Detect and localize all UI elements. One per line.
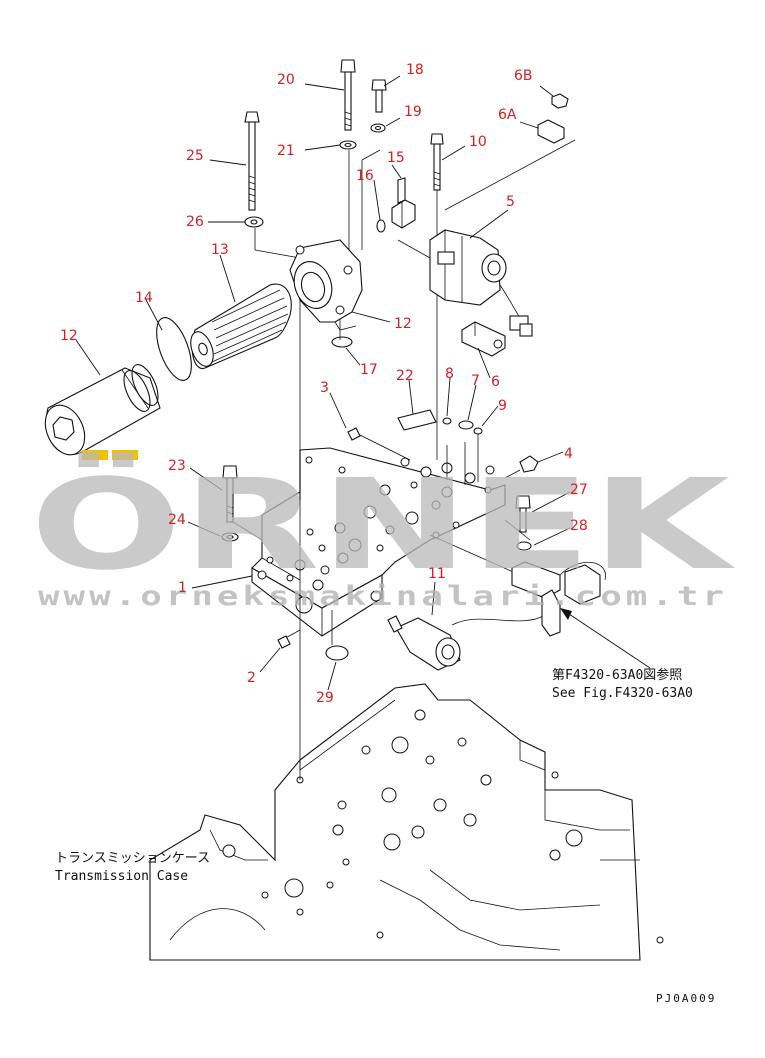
part-label: 19 xyxy=(404,104,422,120)
transmission-case-label-jp: トランスミッションケース xyxy=(55,851,210,866)
part-label: 21 xyxy=(277,143,295,159)
part-label: 12 xyxy=(60,328,78,344)
part-label: 22 xyxy=(396,368,414,384)
part-label: 9 xyxy=(498,398,507,414)
part-label: 17 xyxy=(360,362,378,378)
solenoid-11 xyxy=(387,561,606,671)
watermark-brand: ÖRNEK xyxy=(30,452,736,598)
part-labels: 20 18 6B 19 6A 25 21 10 15 16 5 26 13 14… xyxy=(60,62,588,706)
part-label: 18 xyxy=(406,62,424,78)
drawing-code: PJ0A009 xyxy=(656,992,716,1005)
part-label: 24 xyxy=(168,512,186,528)
o-ring xyxy=(156,317,192,381)
part-label: 20 xyxy=(277,72,295,88)
part-label: 26 xyxy=(186,214,204,230)
o-ring-16 xyxy=(376,219,386,233)
part-label: 2 xyxy=(247,670,256,686)
reference-note: 第F4320-63A0図参照 See Fig.F4320-63A0 xyxy=(552,667,693,701)
connector-6 xyxy=(461,321,506,357)
gasket-22 xyxy=(397,409,437,431)
part-label: 8 xyxy=(445,366,454,382)
part-label: 23 xyxy=(168,458,186,474)
connector-6b xyxy=(551,93,569,109)
transmission-case-label-en: Transmission Case xyxy=(55,869,188,884)
plug-3 xyxy=(347,427,361,441)
part-label: 16 xyxy=(356,168,374,184)
filter-head xyxy=(289,239,363,331)
bolt-10 xyxy=(430,133,444,191)
watermark-url: www.orneksmakinalari.com.tr xyxy=(38,581,728,612)
reference-note-jp: 第F4320-63A0図参照 xyxy=(552,667,682,683)
ball-8 xyxy=(442,417,452,425)
part-label: 13 xyxy=(211,242,229,258)
part-label: 11 xyxy=(428,566,446,582)
part-label: 15 xyxy=(387,150,405,166)
bolt-23 xyxy=(222,465,238,523)
part-label: 5 xyxy=(506,194,515,210)
solenoid-valve xyxy=(429,229,533,337)
part-label: 4 xyxy=(564,446,573,462)
part-label: 14 xyxy=(135,290,153,306)
o-ring-17 xyxy=(331,336,353,348)
reference-note-en: See Fig.F4320-63A0 xyxy=(552,686,693,701)
bolt-20 xyxy=(340,59,356,131)
bolt-25 xyxy=(244,111,260,211)
washer-21 xyxy=(339,140,357,150)
o-ring-29 xyxy=(325,645,349,661)
washer-24 xyxy=(221,532,239,542)
leader-lines xyxy=(75,75,571,691)
washer-19 xyxy=(370,123,386,133)
part-label: 25 xyxy=(186,148,204,164)
plug-9 xyxy=(473,427,483,435)
part-label: 12 xyxy=(394,316,412,332)
transmission-case xyxy=(149,683,664,961)
plug xyxy=(391,177,416,229)
part-label: 1 xyxy=(178,580,187,596)
valve-body xyxy=(251,447,506,637)
part-label: 29 xyxy=(316,690,334,706)
washer-28 xyxy=(516,541,532,551)
o-ring-7 xyxy=(458,420,474,430)
bolt-27 xyxy=(515,495,531,533)
watermark-accent xyxy=(112,450,138,460)
part-label: 10 xyxy=(469,134,487,150)
washer-26 xyxy=(244,216,264,228)
part-label: 6B xyxy=(514,68,533,84)
part-label: 3 xyxy=(320,380,329,396)
reference-arrow xyxy=(560,608,651,669)
filter-case xyxy=(44,364,161,456)
watermark: ÖRNEK www.orneksmakinalari.com.tr xyxy=(30,450,736,612)
part-label: 27 xyxy=(570,482,588,498)
connector-6a xyxy=(537,119,565,144)
plug-2 xyxy=(277,635,291,649)
plug-4 xyxy=(519,455,539,473)
watermark-accent xyxy=(82,450,108,460)
filter-element xyxy=(190,283,292,369)
part-label: 6 xyxy=(491,374,500,390)
part-label: 28 xyxy=(570,518,588,534)
bolt-18 xyxy=(371,79,387,113)
part-label: 7 xyxy=(471,373,480,389)
transmission-case-label: トランスミッションケース Transmission Case xyxy=(55,851,210,884)
part-label: 6A xyxy=(498,107,517,123)
